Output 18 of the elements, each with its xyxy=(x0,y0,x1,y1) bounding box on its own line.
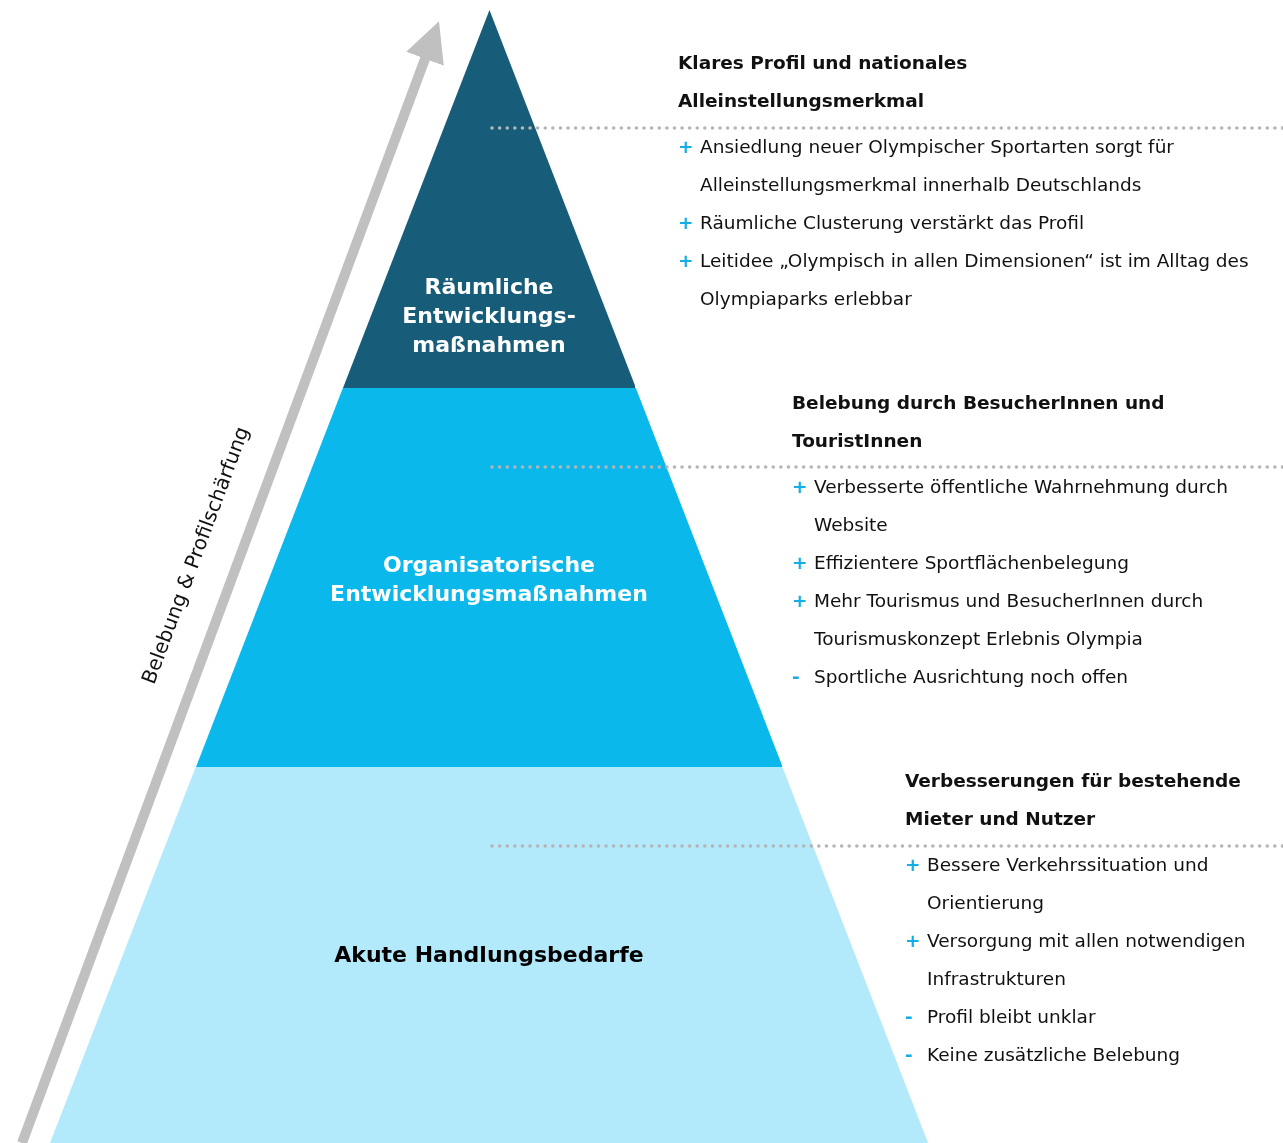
level-title: Räumliche Entwicklungs- maßnahmen xyxy=(401,273,577,359)
bullet-item: + Bessere Verkehrssituation und Orientierung xyxy=(905,853,1210,915)
bullet-item: + Leitidee „Olympisch in allen Dimensionen“ ist im Alltag des Olympiaparks erlebbar xyxy=(678,249,1250,311)
bullet-item: - Sportliche Ausrichtung noch offen xyxy=(792,665,1130,689)
pyramid-level xyxy=(342,10,636,388)
section-heading: Verbesserungen für bestehende Mieter und Nutzer xyxy=(905,769,1242,831)
bullet-item: + Verbesserte öffentliche Wahrnehmung durch Website xyxy=(792,475,1229,537)
bullet-item: - Profil bleibt unklar xyxy=(905,1005,1097,1029)
bullet-item: + Mehr Tourismus und BesucherInnen durch Tourismuskonzept Erlebnis Olympia xyxy=(792,589,1205,651)
bullet-item: + Effizientere Sportflächenbelegung xyxy=(792,551,1130,575)
bullet-item: + Ansiedlung neuer Olympischer Sportarten sorgt für Alleinstellungsmerkmal innerhalb Deutschlands xyxy=(678,135,1175,197)
section-heading: Klares Profil und nationales Alleinstellungsmerkmal xyxy=(678,51,969,113)
level-title: Organisatorische Entwicklungsmaßnahmen xyxy=(329,551,649,608)
bullet-item: + Versorgung mit allen notwendigen Infrastrukturen xyxy=(905,929,1247,991)
section-heading: Belebung durch BesucherInnen und TouristInnen xyxy=(792,391,1166,453)
level-title: Akute Handlungsbedarfe xyxy=(333,941,645,969)
bullet-item: + Räumliche Clusterung verstärkt das Profil xyxy=(678,211,1086,235)
bullet-item: - Keine zusätzliche Belebung xyxy=(905,1043,1182,1067)
